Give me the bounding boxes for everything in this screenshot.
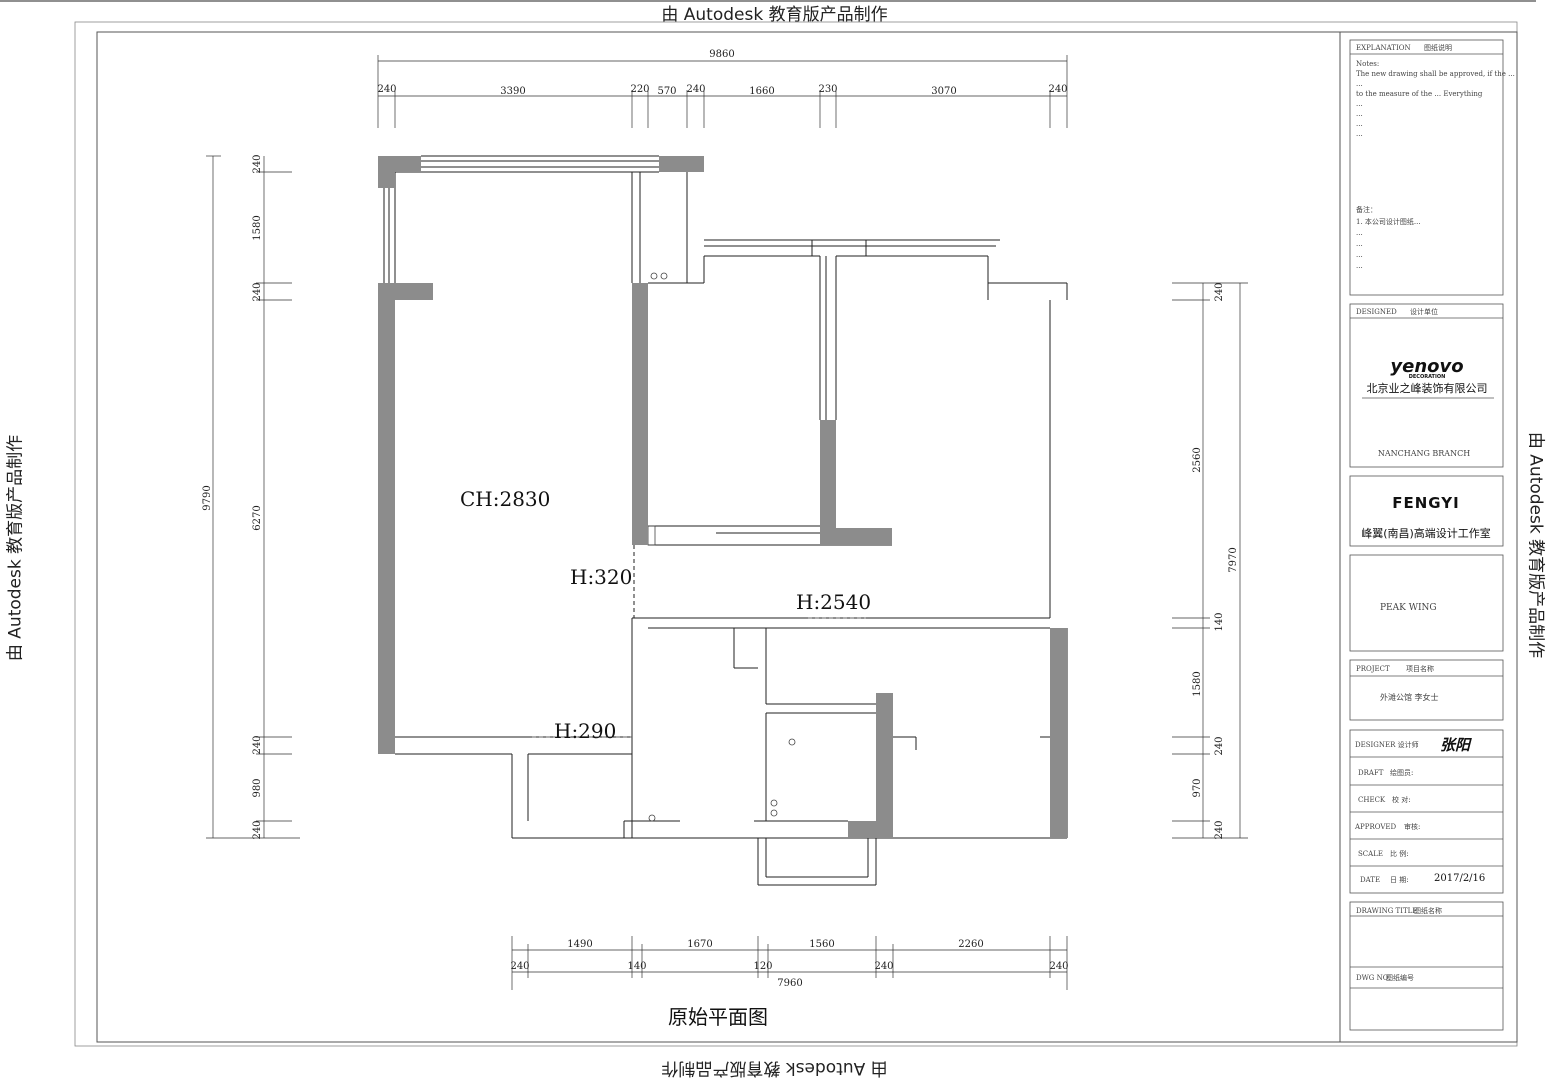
approved-label-cn: 审核:: [1404, 822, 1420, 831]
studio-name: 峰翼(南昌)高端设计工作室: [1361, 526, 1491, 540]
project-label: PROJECT: [1356, 665, 1390, 673]
check-label-cn: 校 对:: [1392, 795, 1411, 804]
approved-label: APPROVED: [1354, 823, 1397, 831]
dim-bottom-seg: 2260: [958, 939, 983, 950]
dim-bottom-seg: 1670: [687, 939, 712, 950]
height-label-h290: H:290: [554, 719, 616, 743]
dim-top-seg: 240: [686, 84, 705, 95]
dim-bottom-seg: 1560: [809, 939, 834, 950]
notes-cn: 1. 本公司设计图纸... ... ... ... ...: [1356, 217, 1421, 270]
notes-en: Notes: The new drawing shall be approved…: [1356, 60, 1515, 138]
company-logo-sub: DECORATION: [1409, 374, 1446, 380]
dim-bottom-seg2: 120: [753, 961, 772, 972]
draft-label: DRAFT: [1358, 769, 1384, 777]
outer-frame: [75, 22, 1517, 1046]
inner-frame: [97, 32, 1517, 1042]
branch-name: NANCHANG BRANCH: [1378, 449, 1470, 458]
drawing-title-label: DRAWING TITLE: [1356, 907, 1417, 915]
dim-bottom-seg2: 240: [1049, 961, 1068, 972]
dim-left-seg: 240: [252, 282, 263, 301]
studio-logo: FENGYI: [1392, 494, 1459, 512]
top-dimensions: [378, 55, 1067, 128]
dim-right-seg: 240: [1214, 736, 1225, 755]
dim-right-seg: 140: [1214, 612, 1225, 631]
scale-label: SCALE: [1358, 850, 1383, 858]
note-cn-line: ...: [1356, 251, 1363, 259]
ceiling-height-label: CH:2830: [460, 487, 550, 511]
note-en-line: ...: [1356, 110, 1363, 118]
dim-right-total: 7970: [1228, 547, 1239, 572]
dim-right-seg: 240: [1214, 820, 1225, 839]
check-label: CHECK: [1358, 796, 1386, 804]
dim-left-seg: 240: [252, 154, 263, 173]
dim-bottom-total: 7960: [777, 978, 802, 989]
dim-bottom-seg: 1490: [567, 939, 592, 950]
note-en-line: ...: [1356, 100, 1363, 108]
project-value: 外滩公馆 李女士: [1380, 692, 1439, 702]
date-label: DATE: [1360, 876, 1380, 884]
dwg-no-label-cn: 图纸编号: [1386, 973, 1414, 982]
note-en-line: The new drawing shall be approved, if th…: [1356, 70, 1515, 78]
floor-plan: [378, 156, 1067, 885]
explanation-header: EXPLANATION: [1356, 44, 1411, 52]
dim-bottom-seg2: 240: [874, 961, 893, 972]
design-label-cn: 设计单位: [1410, 307, 1438, 316]
note-en-line: ...: [1356, 120, 1363, 128]
dim-top-seg: 240: [1048, 84, 1067, 95]
dim-left-seg: 240: [252, 820, 263, 839]
dim-left-seg: 980: [252, 778, 263, 797]
dim-right-seg: 970: [1192, 778, 1203, 797]
note-cn-line: ...: [1356, 229, 1363, 237]
dim-right-seg: 240: [1214, 282, 1225, 301]
scale-label-cn: 比 例:: [1390, 849, 1409, 858]
dim-top-seg: 3070: [931, 86, 956, 97]
drawing-title-label-cn: 图纸名称: [1414, 906, 1442, 915]
dim-left-seg: 6270: [252, 505, 263, 530]
date-label-cn: 日 期:: [1390, 876, 1409, 884]
dim-left-seg: 1580: [252, 215, 263, 240]
dim-bottom-seg2: 240: [510, 961, 529, 972]
dim-top-seg: 230: [818, 84, 837, 95]
note-cn-line: 1. 本公司设计图纸...: [1356, 217, 1421, 226]
project-label-cn: 项目名称: [1406, 664, 1434, 673]
studio2-name: PEAK WING: [1380, 603, 1437, 613]
designer-sign: 张阳: [1440, 736, 1472, 754]
dim-left-total: 9790: [202, 485, 213, 510]
dim-left-seg: 240: [252, 735, 263, 754]
dim-bottom-seg2: 140: [627, 961, 646, 972]
company-name: 北京业之峰装饰有限公司: [1367, 381, 1488, 395]
note-cn-line: ...: [1356, 262, 1363, 270]
dim-top-seg: 570: [657, 86, 676, 97]
design-label: DESIGNED: [1356, 308, 1397, 316]
drawing-title: 原始平面图: [668, 1005, 768, 1029]
note-en-line: to the measure of the ... Everything: [1356, 90, 1483, 98]
note-en-line: ...: [1356, 130, 1363, 138]
designer-label: DESIGNER 设计师: [1355, 740, 1419, 749]
dim-top-seg: 220: [630, 84, 649, 95]
notes-cn-title: 备注：: [1356, 205, 1377, 214]
note-en-line: ...: [1356, 80, 1363, 88]
height-label-h2540: H:2540: [796, 590, 871, 614]
explanation-header-cn: 图纸说明: [1424, 43, 1452, 52]
dim-top-seg: 240: [377, 84, 396, 95]
dim-top-total: 9860: [709, 49, 734, 60]
note-cn-line: ...: [1356, 240, 1363, 248]
height-label-h320: H:320: [570, 565, 632, 589]
dim-top-seg: 1660: [749, 86, 774, 97]
note-en-line: Notes:: [1356, 60, 1379, 68]
dim-top-seg: 3390: [500, 86, 525, 97]
dim-right-seg: 1580: [1192, 671, 1203, 696]
date-value: 2017/2/16: [1434, 873, 1485, 884]
dim-right-seg: 2560: [1192, 447, 1203, 472]
draft-label-cn: 绘图员:: [1390, 768, 1413, 777]
